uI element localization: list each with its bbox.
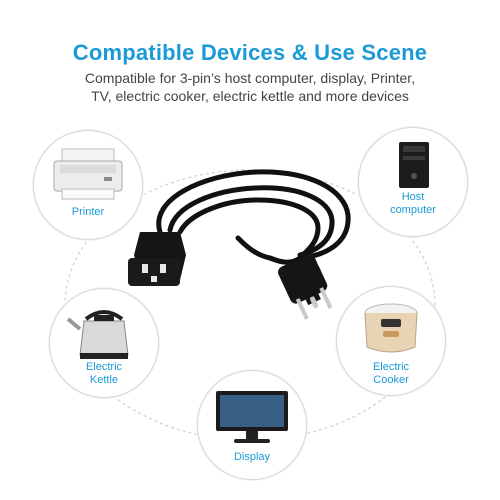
monitor-icon — [216, 391, 288, 443]
device-printer: Printer — [33, 130, 143, 240]
subtitle-line-1: Compatible for 3-pin’s host computer, di… — [84, 70, 416, 86]
host-label-line-1: Host — [401, 191, 425, 203]
printer-label: Printer — [71, 206, 105, 218]
page-title: Compatible Devices & Use Scene — [72, 40, 428, 65]
host-computer-label: Host computer — [359, 191, 467, 217]
printer-icon — [53, 148, 123, 200]
host-computer-icon — [399, 142, 429, 188]
host-label-line-2: computer — [390, 204, 436, 216]
kettle-label-line-2: Kettle — [89, 374, 119, 386]
display-label: Display — [233, 451, 271, 463]
device-electric-cooker: Electric Cooker — [336, 286, 446, 396]
device-electric-kettle: Electric Kettle — [49, 288, 159, 398]
kettle-label-line-1: Electric — [85, 361, 123, 373]
cooker-label-line-2: Cooker — [373, 374, 409, 386]
subtitle-line-2: TV, electric cooker, electric kettle and… — [91, 88, 409, 104]
device-display: Display — [197, 370, 307, 480]
rice-cooker-icon — [364, 303, 418, 353]
device-host-computer: Host computer — [358, 127, 468, 237]
cooker-label: Electric Cooker — [337, 361, 445, 387]
cooker-label-line-1: Electric — [372, 361, 410, 373]
kettle-icon — [66, 310, 129, 359]
kettle-label: Electric Kettle — [50, 361, 158, 387]
